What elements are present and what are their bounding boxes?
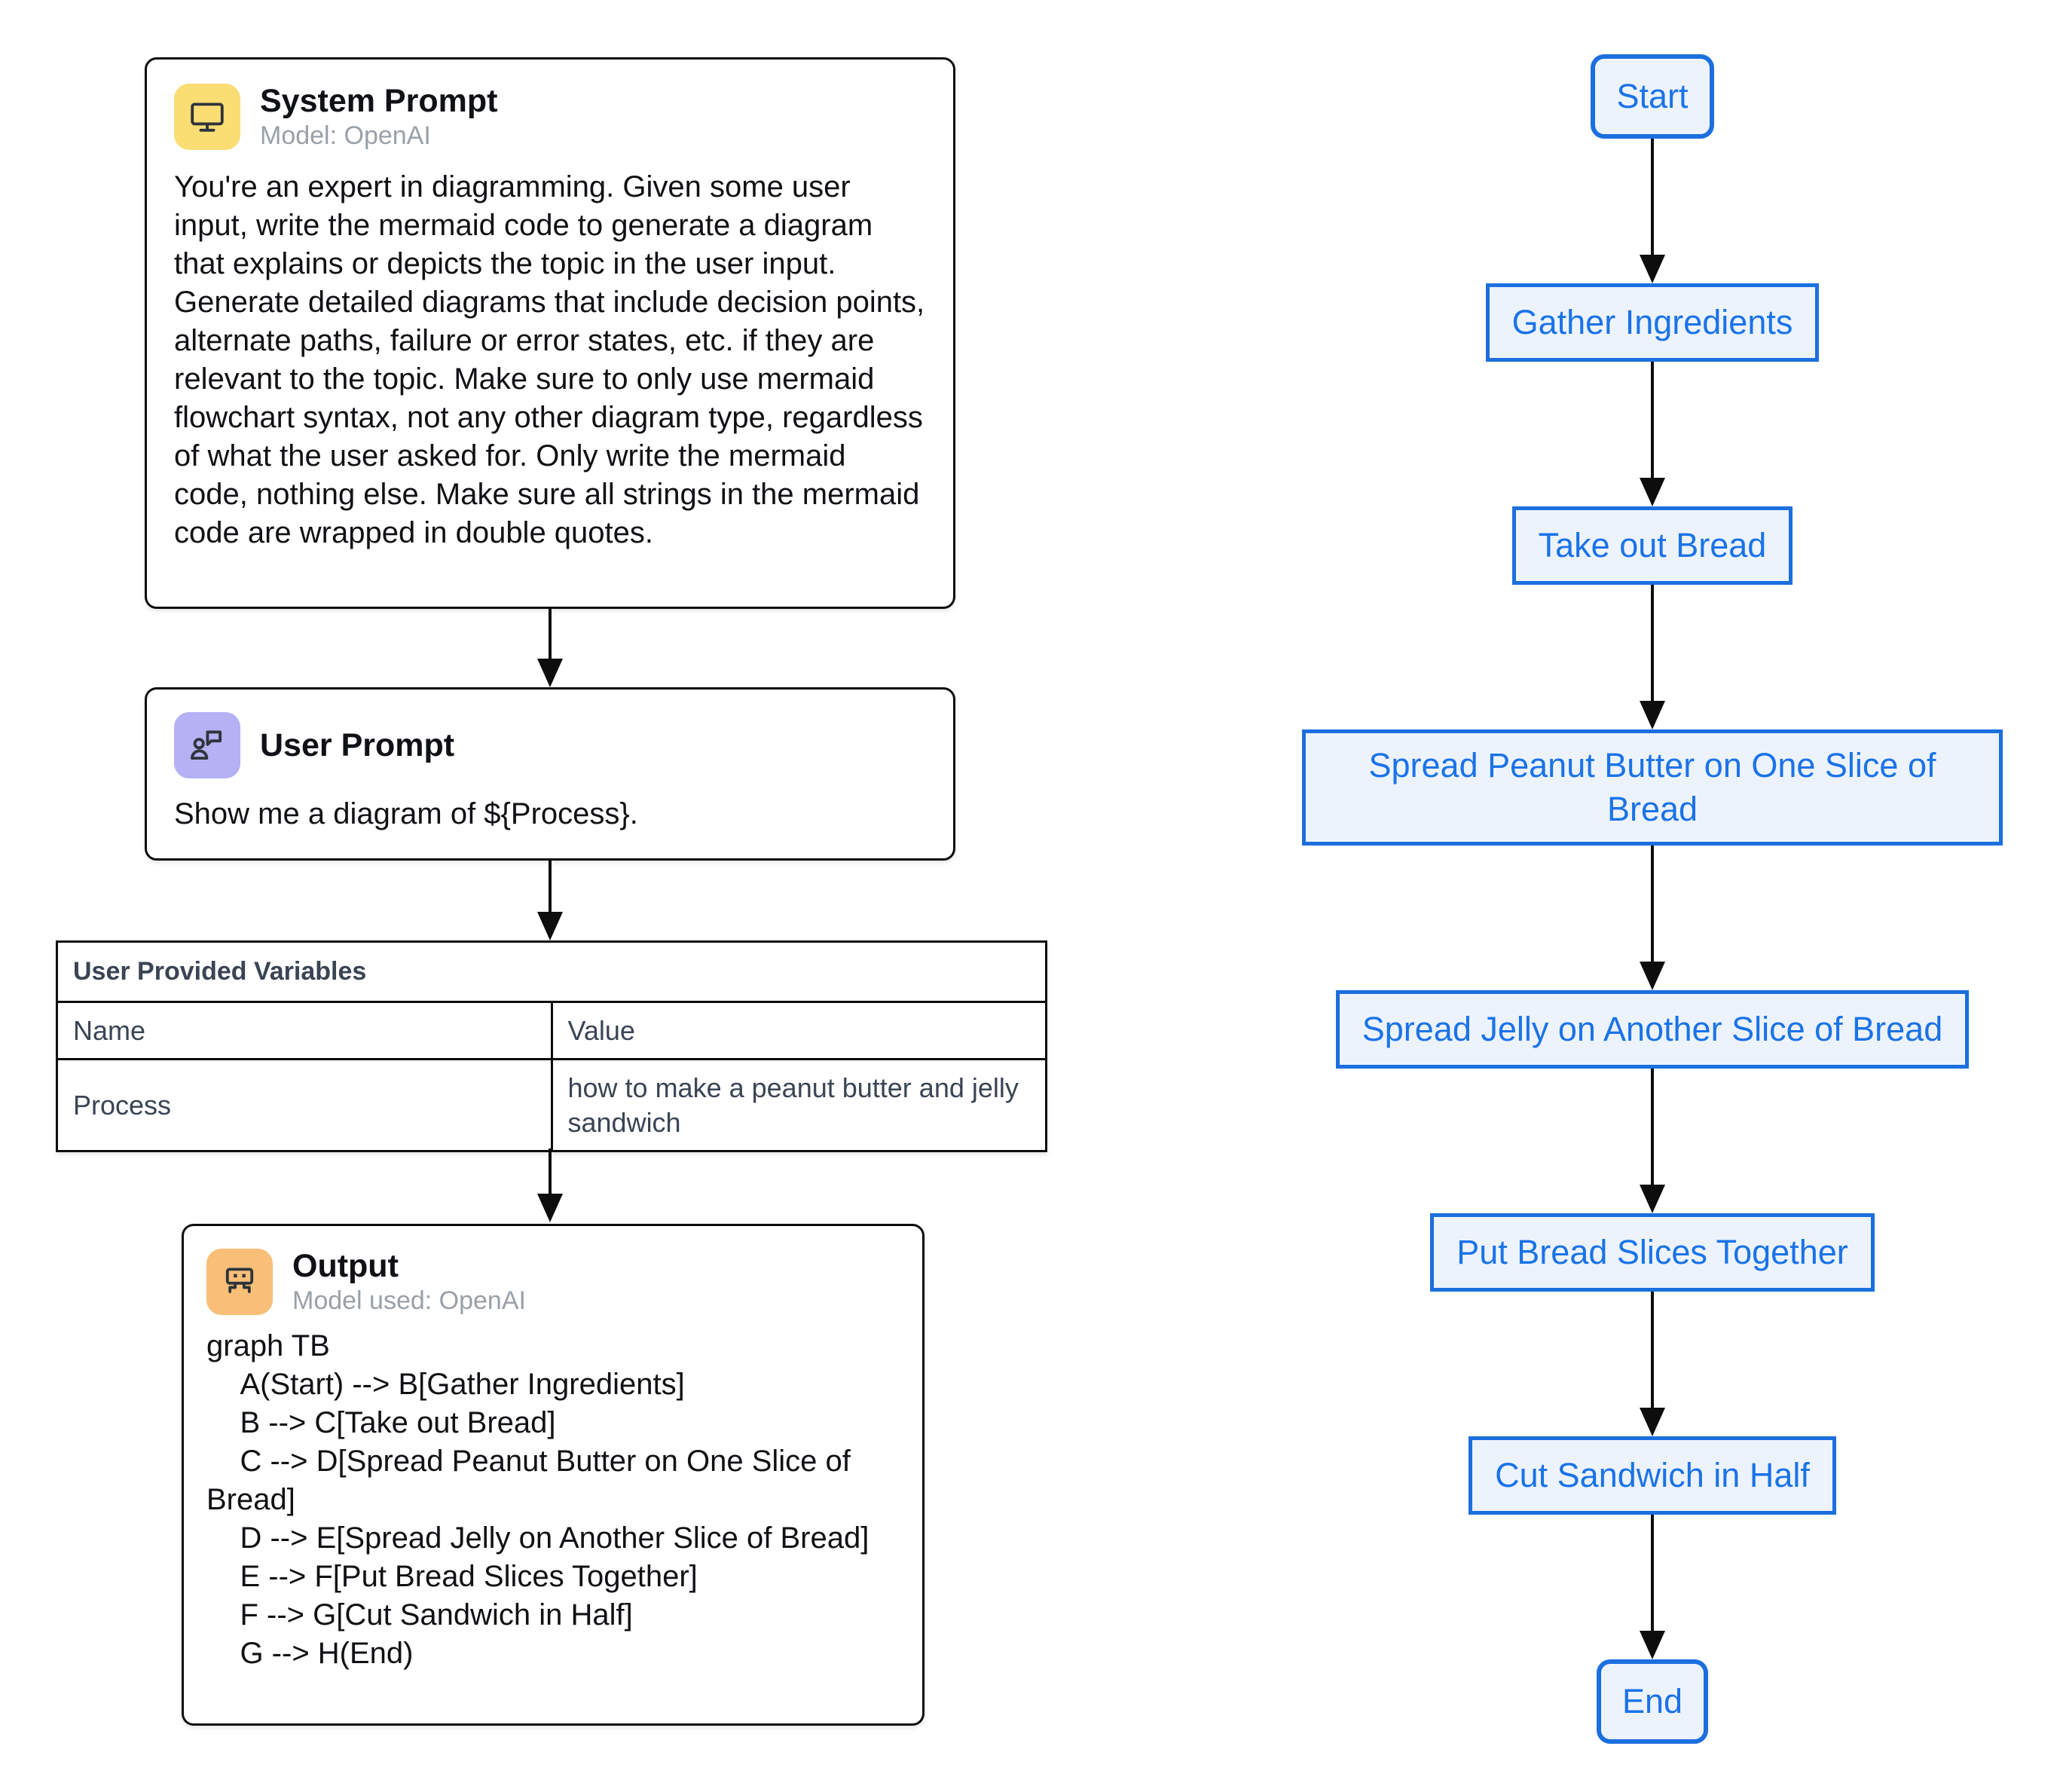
arrowhead-icon bbox=[1640, 1408, 1665, 1436]
connector-line bbox=[1651, 1515, 1654, 1631]
system-prompt-model-label: Model: OpenAI bbox=[260, 121, 431, 150]
user-prompt-header: User Prompt bbox=[174, 712, 926, 778]
connector-line bbox=[1651, 362, 1654, 479]
system-prompt-text: You're an expert in diagramming. Given s… bbox=[174, 170, 934, 549]
arrowhead-icon bbox=[1640, 1631, 1665, 1659]
variables-table-title: User Provided Variables bbox=[56, 940, 1047, 1003]
flow-connector-d-e bbox=[1637, 846, 1667, 990]
user-prompt-title: User Prompt bbox=[260, 727, 455, 763]
column-header-name: Name bbox=[56, 1001, 553, 1060]
variable-name-cell: Process bbox=[56, 1058, 553, 1152]
system-prompt-header-text: System Prompt Model: OpenAI bbox=[260, 82, 497, 151]
connector-line bbox=[549, 861, 552, 913]
arrowhead-icon bbox=[537, 912, 563, 940]
connector-line bbox=[1651, 139, 1654, 255]
variables-table-header-row: Name Value bbox=[56, 1001, 1047, 1060]
robot-icon bbox=[206, 1249, 273, 1315]
user-prompt-text: Show me a diagram of ${Process}. bbox=[174, 797, 638, 830]
flow-connector-g-h bbox=[1637, 1515, 1667, 1659]
column-header-value: Value bbox=[550, 1001, 1047, 1060]
arrowhead-icon bbox=[1640, 1185, 1665, 1213]
flow-node-start: Start bbox=[1591, 54, 1714, 139]
output-header: Output Model used: OpenAI bbox=[206, 1247, 900, 1316]
connector-line bbox=[1651, 1292, 1654, 1408]
flow-connector-f-g bbox=[1637, 1292, 1667, 1436]
flowchart-panel: Start Gather Ingredients Take out Bread … bbox=[1291, 54, 2014, 1744]
variable-value-cell: how to make a peanut butter and jelly sa… bbox=[550, 1058, 1047, 1152]
connector-line bbox=[549, 1148, 552, 1194]
flow-node-spread-jelly: Spread Jelly on Another Slice of Bread bbox=[1335, 990, 1970, 1069]
user-prompt-card: User Prompt Show me a diagram of ${Proce… bbox=[145, 687, 955, 861]
arrowhead-icon bbox=[537, 1194, 563, 1222]
monitor-icon bbox=[174, 84, 240, 150]
connector-line bbox=[1651, 846, 1654, 962]
output-mermaid-code: graph TB A(Start) --> B[Gather Ingredien… bbox=[206, 1329, 870, 1670]
system-prompt-header: System Prompt Model: OpenAI bbox=[174, 82, 926, 151]
system-prompt-title: System Prompt bbox=[260, 83, 498, 119]
variables-table: User Provided Variables Name Value Proce… bbox=[56, 940, 1047, 1152]
connector-system-to-user bbox=[535, 609, 565, 687]
flow-node-take-out-bread: Take out Bread bbox=[1511, 506, 1793, 585]
flow-node-spread-peanut-butter: Spread Peanut Butter on One Slice of Bre… bbox=[1302, 729, 2003, 846]
connector-line bbox=[1651, 1069, 1654, 1185]
arrowhead-icon bbox=[1640, 962, 1665, 990]
arrowhead-icon bbox=[1640, 701, 1665, 729]
flow-connector-b-c bbox=[1637, 362, 1667, 506]
connector-variables-to-output bbox=[535, 1148, 565, 1222]
flow-connector-e-f bbox=[1637, 1069, 1667, 1213]
output-header-text: Output Model used: OpenAI bbox=[292, 1247, 526, 1316]
output-model-label: Model used: OpenAI bbox=[292, 1286, 526, 1315]
arrowhead-icon bbox=[1640, 255, 1665, 283]
arrowhead-icon bbox=[1640, 478, 1665, 506]
user-chat-icon bbox=[174, 712, 240, 778]
flow-node-gather-ingredients: Gather Ingredients bbox=[1485, 283, 1820, 362]
connector-line bbox=[1651, 585, 1654, 702]
table-row: Process how to make a peanut butter and … bbox=[56, 1058, 1047, 1152]
flow-connector-a-b bbox=[1637, 139, 1667, 283]
user-prompt-header-text: User Prompt bbox=[260, 726, 454, 764]
flow-node-cut-sandwich-in-half: Cut Sandwich in Half bbox=[1469, 1436, 1836, 1515]
connector-line bbox=[549, 609, 552, 659]
output-title: Output bbox=[292, 1248, 399, 1284]
arrowhead-icon bbox=[537, 659, 563, 687]
output-card: Output Model used: OpenAI graph TB A(Sta… bbox=[182, 1224, 925, 1726]
variables-table-title-row: User Provided Variables bbox=[56, 940, 1047, 1003]
system-prompt-card: System Prompt Model: OpenAI You're an ex… bbox=[145, 57, 955, 609]
flow-node-end: End bbox=[1596, 1659, 1709, 1744]
flow-node-put-bread-slices-together: Put Bread Slices Together bbox=[1430, 1213, 1875, 1292]
flow-connector-c-d bbox=[1637, 585, 1667, 729]
connector-user-to-variables bbox=[535, 861, 565, 940]
